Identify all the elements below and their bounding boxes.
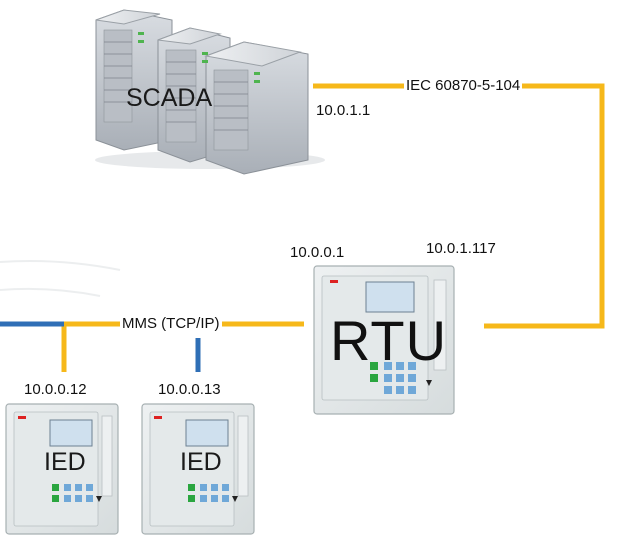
ied2-label: IED: [180, 448, 222, 476]
scada-label: SCADA: [126, 84, 213, 112]
scada-server-icon: [95, 9, 325, 175]
ied1-device-icon: [5, 403, 119, 535]
ied1-label: IED: [44, 448, 86, 476]
link-scada-rtu-label: IEC 60870-5-104: [404, 77, 523, 94]
background-wisps: [0, 260, 121, 297]
scada-ip: 10.0.1.1: [316, 102, 371, 119]
link-lan: [0, 321, 201, 372]
rtu-ip-left: 10.0.0.1: [290, 244, 345, 261]
rtu-device-icon: [313, 265, 455, 415]
rtu-ip-right: 10.0.1.117: [426, 240, 496, 257]
link-mms-label: MMS (TCP/IP): [120, 315, 222, 332]
rtu-label: RTU: [330, 309, 448, 372]
ied2-ip: 10.0.0.13: [158, 381, 221, 398]
ied1-ip: 10.0.0.12: [24, 381, 87, 398]
ied2-device-icon: [141, 403, 255, 535]
